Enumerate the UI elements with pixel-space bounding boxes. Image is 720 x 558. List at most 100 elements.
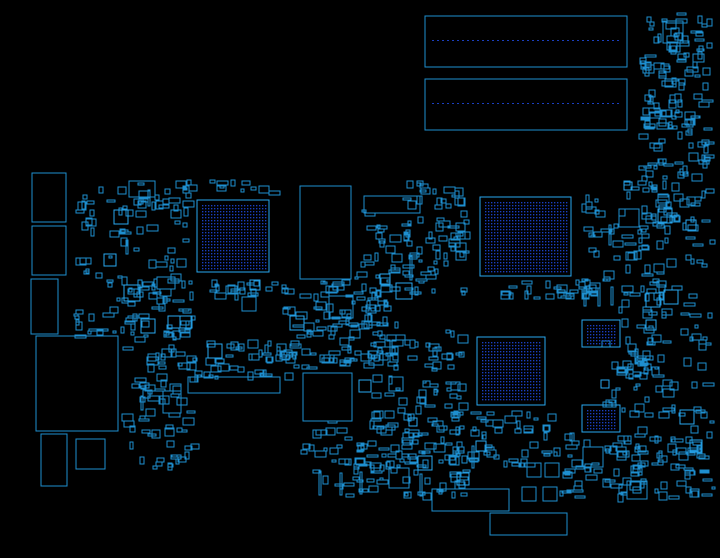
passive-component[interactable] <box>594 209 600 215</box>
passive-component[interactable] <box>404 428 410 433</box>
passive-component[interactable] <box>180 320 190 326</box>
passive-component[interactable] <box>657 354 665 363</box>
io-controller-chip[interactable] <box>302 372 353 422</box>
passive-component[interactable] <box>526 411 531 419</box>
passive-component[interactable] <box>325 427 336 436</box>
passive-component[interactable] <box>697 141 706 148</box>
passive-component[interactable] <box>369 462 382 469</box>
passive-component[interactable] <box>265 286 273 292</box>
ic-package[interactable] <box>289 315 305 331</box>
passive-component[interactable] <box>389 346 399 355</box>
passive-component[interactable] <box>377 225 388 230</box>
passive-component[interactable] <box>677 171 685 179</box>
passive-component[interactable] <box>151 429 161 439</box>
passive-component[interactable] <box>660 216 668 223</box>
pch-bga[interactable] <box>479 196 572 277</box>
passive-component[interactable] <box>156 373 168 382</box>
passive-component[interactable] <box>647 101 654 105</box>
passive-component[interactable] <box>692 441 702 446</box>
passive-component[interactable] <box>155 461 163 467</box>
passive-component[interactable] <box>122 346 134 351</box>
passive-component[interactable] <box>644 94 652 102</box>
vertical-part[interactable] <box>610 286 614 306</box>
passive-component[interactable] <box>121 413 134 422</box>
passive-component[interactable] <box>543 425 550 433</box>
passive-component[interactable] <box>705 188 715 194</box>
memory-slot-bottom[interactable] <box>424 78 628 131</box>
passive-component[interactable] <box>573 485 583 491</box>
passive-component[interactable] <box>691 173 703 182</box>
passive-component[interactable] <box>637 445 647 453</box>
passive-component[interactable] <box>671 438 684 443</box>
passive-component[interactable] <box>290 340 300 347</box>
passive-component[interactable] <box>237 281 245 291</box>
passive-component[interactable] <box>391 347 396 354</box>
passive-component[interactable] <box>691 490 699 498</box>
passive-component[interactable] <box>458 402 469 411</box>
passive-component[interactable] <box>632 486 642 494</box>
passive-component[interactable] <box>676 447 687 455</box>
ic-package[interactable] <box>657 208 673 224</box>
passive-component[interactable] <box>356 296 366 301</box>
passive-component[interactable] <box>656 122 669 130</box>
passive-component[interactable] <box>170 393 180 398</box>
passive-component[interactable] <box>189 376 198 383</box>
passive-component[interactable] <box>354 350 362 356</box>
passive-component[interactable] <box>102 312 115 318</box>
passive-component[interactable] <box>649 21 655 27</box>
passive-component[interactable] <box>564 470 571 476</box>
passive-component[interactable] <box>373 354 380 362</box>
passive-component[interactable] <box>676 480 687 487</box>
passive-component[interactable] <box>686 452 696 456</box>
passive-component[interactable] <box>217 363 230 372</box>
passive-component[interactable] <box>402 476 411 484</box>
passive-component[interactable] <box>402 264 415 269</box>
passive-component[interactable] <box>644 54 657 58</box>
passive-component[interactable] <box>446 352 453 361</box>
passive-component[interactable] <box>367 440 377 447</box>
passive-component[interactable] <box>584 467 591 473</box>
passive-component[interactable] <box>182 222 188 228</box>
passive-component[interactable] <box>338 458 350 465</box>
passive-component[interactable] <box>621 318 629 328</box>
passive-component[interactable] <box>371 411 381 419</box>
memory-slot-top[interactable] <box>424 15 628 68</box>
passive-component[interactable] <box>189 291 194 301</box>
passive-component[interactable] <box>616 366 628 376</box>
passive-component[interactable] <box>147 363 155 373</box>
passive-component[interactable] <box>705 141 715 145</box>
passive-component[interactable] <box>662 340 672 344</box>
passive-component[interactable] <box>445 329 451 334</box>
passive-component[interactable] <box>170 209 182 219</box>
passive-component[interactable] <box>265 356 274 363</box>
passive-component[interactable] <box>696 48 705 52</box>
passive-component[interactable] <box>553 286 562 290</box>
passive-component[interactable] <box>159 288 172 297</box>
fpc-connector-bottom-2[interactable] <box>489 512 568 536</box>
passive-component[interactable] <box>300 449 308 455</box>
passive-component[interactable] <box>641 244 649 250</box>
passive-component[interactable] <box>416 180 424 187</box>
passive-component[interactable] <box>75 257 87 266</box>
passive-component[interactable] <box>183 207 189 217</box>
passive-component[interactable] <box>166 324 173 330</box>
passive-component[interactable] <box>633 386 638 391</box>
passive-component[interactable] <box>402 270 410 276</box>
passive-component[interactable] <box>237 366 245 373</box>
passive-component[interactable] <box>625 336 631 345</box>
passive-component[interactable] <box>676 12 687 16</box>
passive-component[interactable] <box>387 453 397 458</box>
passive-component[interactable] <box>600 228 613 233</box>
passive-component[interactable] <box>637 229 642 235</box>
passive-component[interactable] <box>609 228 615 235</box>
passive-component[interactable] <box>156 457 165 463</box>
passive-component[interactable] <box>427 266 435 272</box>
passive-component[interactable] <box>130 323 136 331</box>
passive-component[interactable] <box>694 324 699 329</box>
passive-component[interactable] <box>649 281 660 286</box>
crystal[interactable] <box>128 180 156 198</box>
inductor-1[interactable] <box>521 486 537 502</box>
passive-component[interactable] <box>684 472 691 480</box>
passive-component[interactable] <box>690 258 695 265</box>
passive-component[interactable] <box>457 383 467 392</box>
